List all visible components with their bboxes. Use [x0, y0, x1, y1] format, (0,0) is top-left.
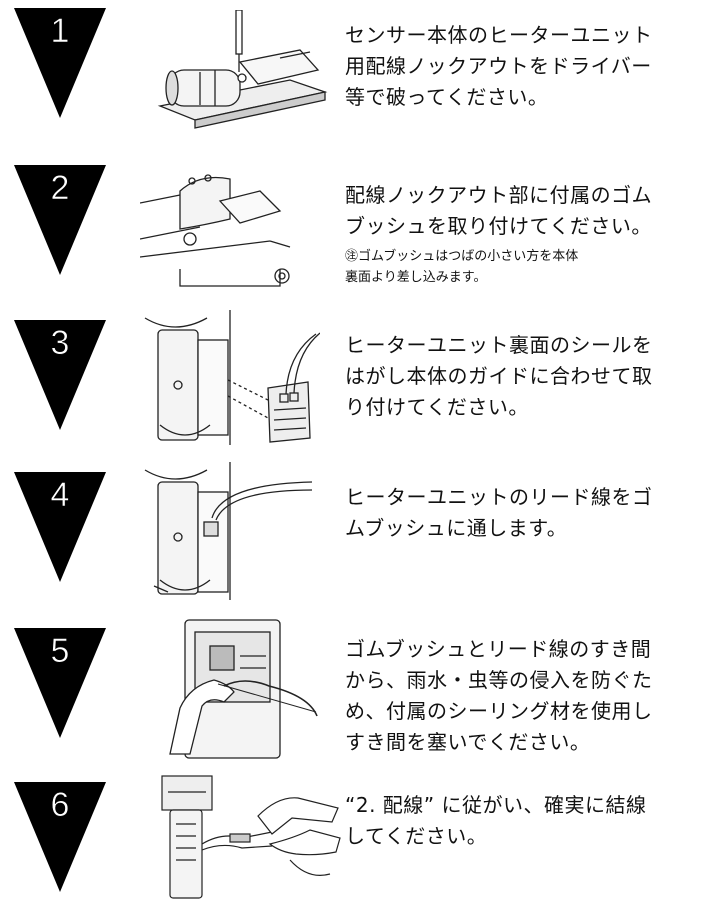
instruction-line: 用配線ノックアウトをドライバー: [345, 54, 652, 78]
instruction-line: すき間を塞いでください。: [345, 730, 591, 754]
step-instruction: 配線ノックアウト部に付属のゴム ブッシュを取り付けてください。 ㊟ゴムブッシュは…: [345, 180, 717, 288]
caution-note: ㊟ゴムブッシュはつばの小さい方を本体: [345, 249, 579, 264]
illustration-rubber-bushing: [139, 161, 330, 300]
instruction-line: め、付属のシーリング材を使用し: [345, 699, 653, 723]
instruction-line: ブッシュを取り付けてください。: [345, 214, 652, 238]
instruction-line: してください。: [345, 824, 488, 848]
instruction-line: り付けてください。: [345, 395, 529, 419]
instruction-line: センサー本体のヒーターユニット: [345, 23, 653, 47]
instruction-line: ムブッシュに通します。: [345, 516, 568, 540]
illustration-heater-unit: [140, 310, 321, 449]
step-instruction: ヒーターユニットのリード線をゴ ムブッシュに通します。: [345, 482, 717, 544]
step-number: 1: [51, 12, 70, 50]
step-number-badge: 3: [14, 320, 106, 430]
illustration-lead-wire: [140, 462, 320, 606]
step-instruction: ヒーターユニット裏面のシールを はがし本体のガイドに合わせて取 り付けてください…: [345, 330, 717, 423]
step-number-badge: 1: [14, 8, 106, 118]
instruction-line: から、雨水・虫等の侵入を防ぐた: [345, 668, 653, 692]
step-number: 2: [51, 169, 70, 207]
step-instruction: センサー本体のヒーターユニット 用配線ノックアウトをドライバー 等で破ってくださ…: [345, 20, 717, 113]
step-number: 4: [51, 476, 70, 514]
instruction-line: はがし本体のガイドに合わせて取: [345, 364, 653, 388]
illustration-knockout-screwdriver: [140, 9, 330, 134]
instruction-line: 配線ノックアウト部に付属のゴム: [345, 183, 653, 207]
step-number: 3: [51, 324, 70, 362]
illustration-wiring: [140, 774, 345, 906]
step-number-badge: 6: [14, 782, 106, 892]
step-number: 5: [51, 632, 70, 670]
instruction-line: ヒーターユニットのリード線をゴ: [345, 485, 653, 509]
step-number-badge: 4: [14, 472, 106, 582]
step-instruction: ゴムブッシュとリード線のすき間 から、雨水・虫等の侵入を防ぐた め、付属のシーリ…: [345, 634, 717, 758]
instruction-line: “2. 配線” に従がい、確実に結線: [345, 793, 647, 817]
step-number-badge: 2: [14, 165, 106, 275]
instruction-line: ゴムブッシュとリード線のすき間: [345, 637, 652, 661]
illustration-sealing: [140, 616, 320, 765]
step-number-badge: 5: [14, 628, 106, 738]
step-instruction: “2. 配線” に従がい、確実に結線 してください。: [345, 790, 717, 852]
instruction-line: ヒーターユニット裏面のシールを: [345, 333, 653, 357]
step-number: 6: [51, 786, 70, 824]
instruction-line: 等で破ってください。: [345, 85, 549, 109]
caution-note: 裏面より差し込みます。: [345, 270, 487, 285]
